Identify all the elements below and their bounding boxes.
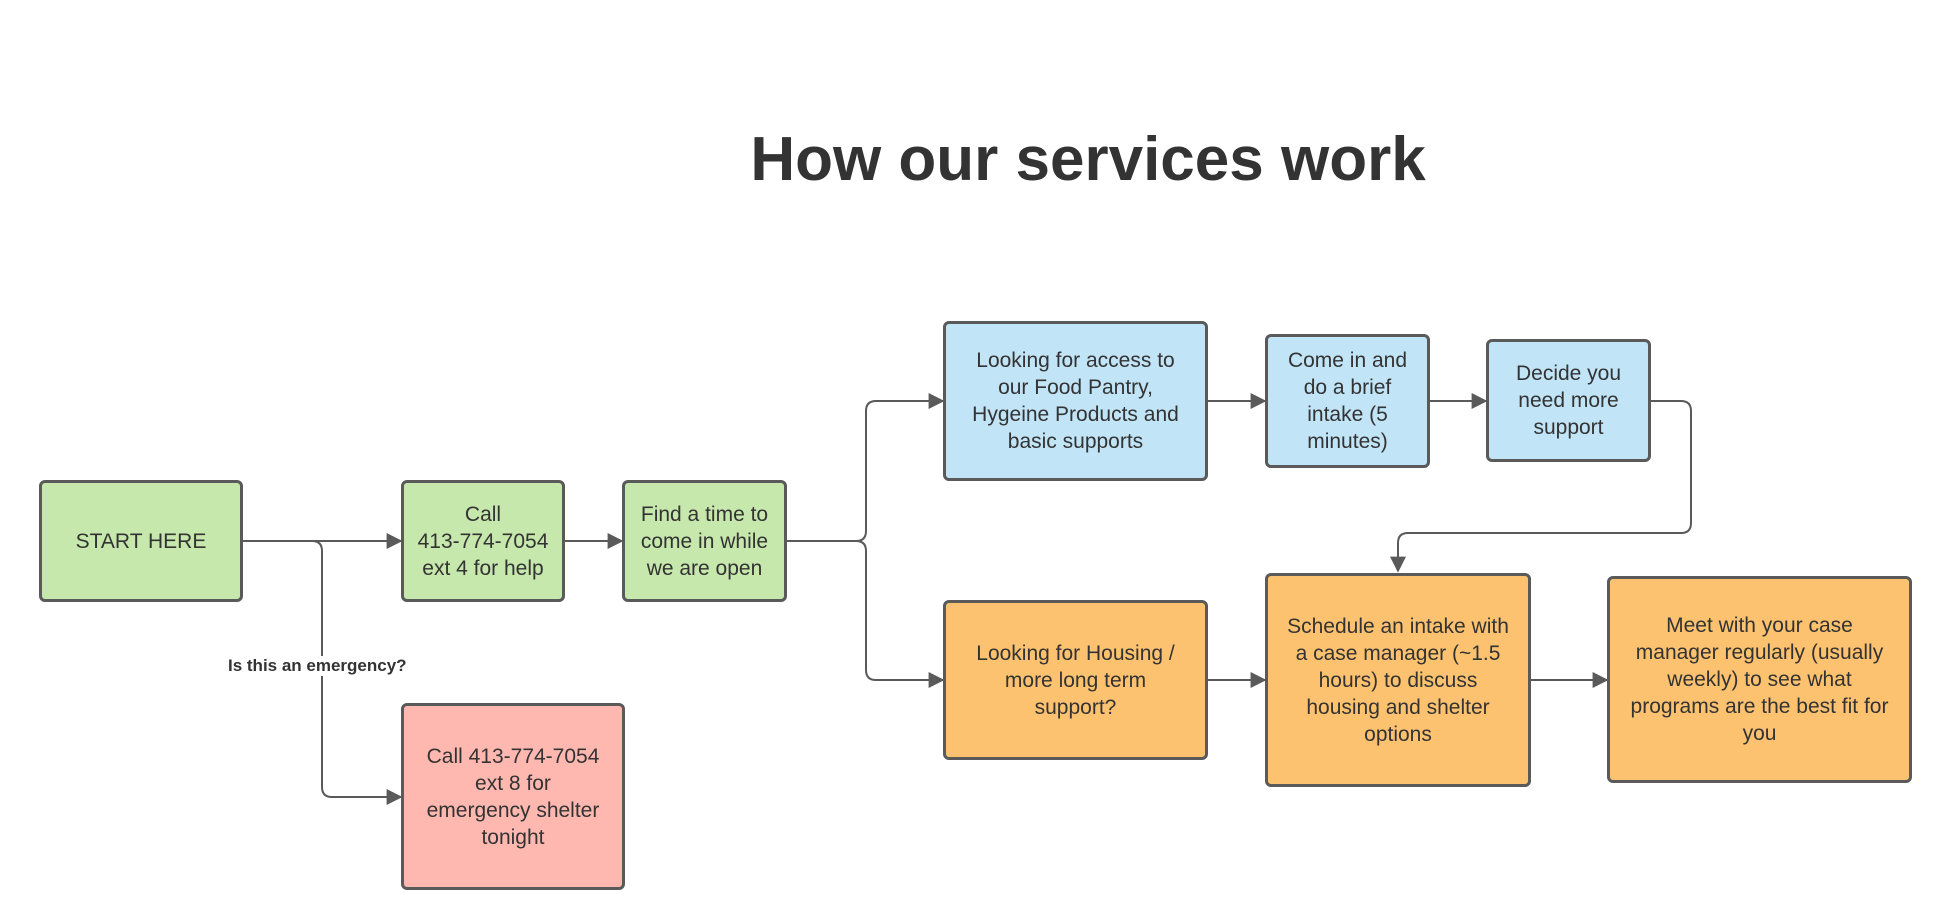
edge-support-to-schedule (1390, 400, 1692, 573)
housing-support-node[interactable]: Looking for Housing / more long term sup… (943, 600, 1208, 760)
start-here-node[interactable]: START HERE (39, 480, 243, 602)
food-pantry-node[interactable]: Looking for access to our Food Pantry, H… (943, 321, 1208, 481)
edge-findtime-to-food (787, 393, 945, 542)
edge-start-to-emergency (311, 540, 403, 805)
find-a-time-node[interactable]: Find a time to come in while we are open (622, 480, 787, 602)
edge-findtime-to-housing (855, 540, 945, 688)
emergency-question-label: Is this an emergency? (226, 656, 409, 676)
schedule-intake-node[interactable]: Schedule an intake with a case manager (… (1265, 573, 1531, 787)
page-title: How our services work (750, 125, 1426, 194)
meet-case-manager-node[interactable]: Meet with your case manager regularly (u… (1607, 576, 1912, 783)
brief-intake-node[interactable]: Come in and do a brief intake (5 minutes… (1265, 334, 1430, 468)
call-for-help-node[interactable]: Call 413-774-7054 ext 4 for help (401, 480, 565, 602)
emergency-shelter-node[interactable]: Call 413-774-7054 ext 8 for emergency sh… (401, 703, 625, 890)
need-more-support-node[interactable]: Decide you need more support (1486, 339, 1651, 462)
